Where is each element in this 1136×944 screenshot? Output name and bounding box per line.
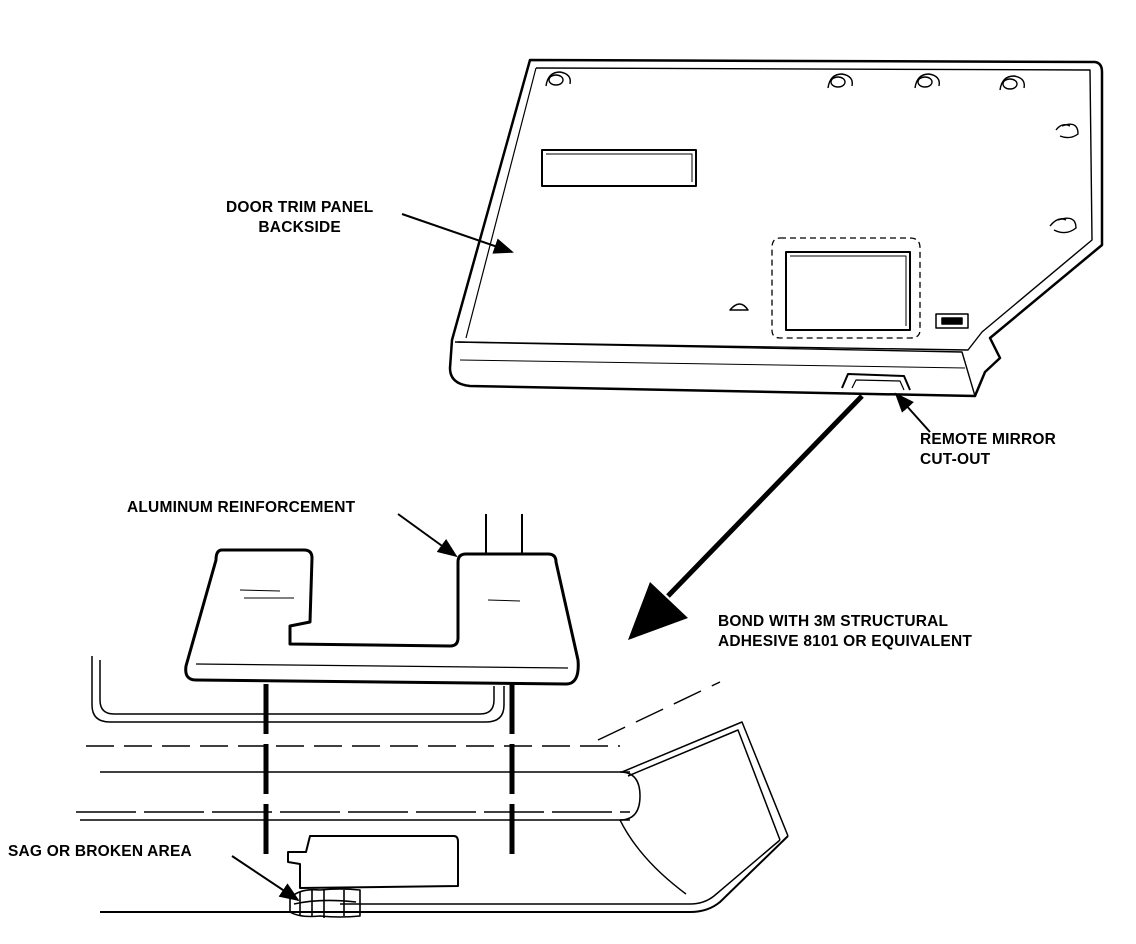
leader-aluminum-reinforcement	[397, 513, 458, 558]
clip-mount	[545, 71, 571, 87]
leader-lines	[231, 213, 931, 902]
connector-icon	[935, 313, 969, 329]
label-bond-adhesive: BOND WITH 3M STRUCTURAL ADHESIVE 8101 OR…	[718, 613, 973, 650]
leader-door-trim-panel	[401, 213, 514, 254]
panel-outline	[448, 58, 1104, 398]
door-trim-panel	[448, 58, 1104, 398]
clip-mount	[1049, 217, 1077, 234]
transfer-arrow	[628, 394, 864, 640]
label-aluminum-reinforcement: ALUMINUM REINFORCEMENT	[127, 499, 356, 516]
clip-mount	[827, 73, 853, 89]
panel-tab	[729, 303, 749, 311]
panel-pad	[541, 149, 697, 187]
label-remote-mirror-cutout: REMOTE MIRROR CUT-OUT	[920, 431, 1057, 468]
label-door-trim-panel: DOOR TRIM PANEL BACKSIDE	[226, 199, 374, 236]
clip-mount	[999, 75, 1025, 91]
leader-remote-mirror	[894, 392, 931, 433]
clip-mount	[1055, 123, 1079, 139]
label-sag-broken-area: SAG OR BROKEN AREA	[8, 843, 192, 860]
panel-window	[785, 251, 911, 331]
panel-inner-edge	[457, 67, 1093, 351]
panel-flange	[454, 341, 976, 397]
leader-sag-broken-area	[231, 855, 300, 902]
sag-broken-area	[289, 888, 361, 918]
aluminum-reinforcement-plate	[184, 514, 580, 686]
mirror-cutout	[841, 373, 911, 391]
door-inner-structure	[76, 656, 789, 918]
clip-mount	[914, 73, 940, 89]
panel-recess-dashed	[771, 237, 921, 339]
